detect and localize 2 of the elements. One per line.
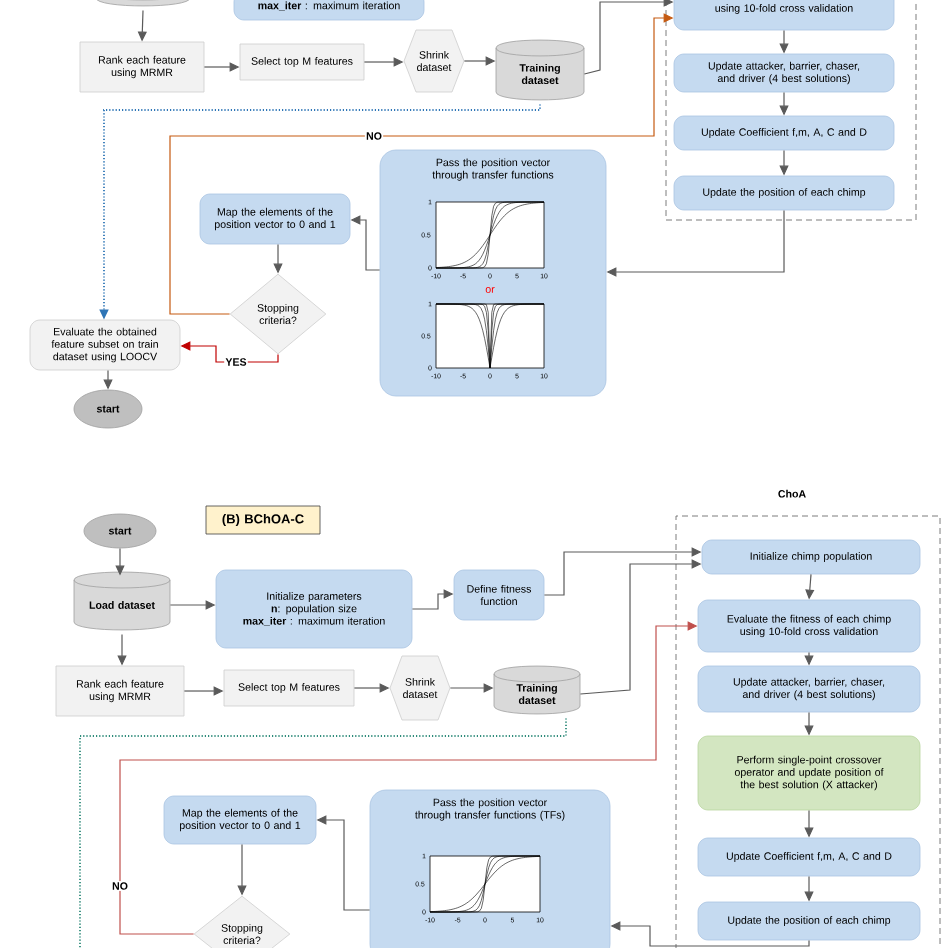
dashed-group-box bbox=[665, 0, 917, 221]
database-cylinder bbox=[95, 0, 191, 7]
